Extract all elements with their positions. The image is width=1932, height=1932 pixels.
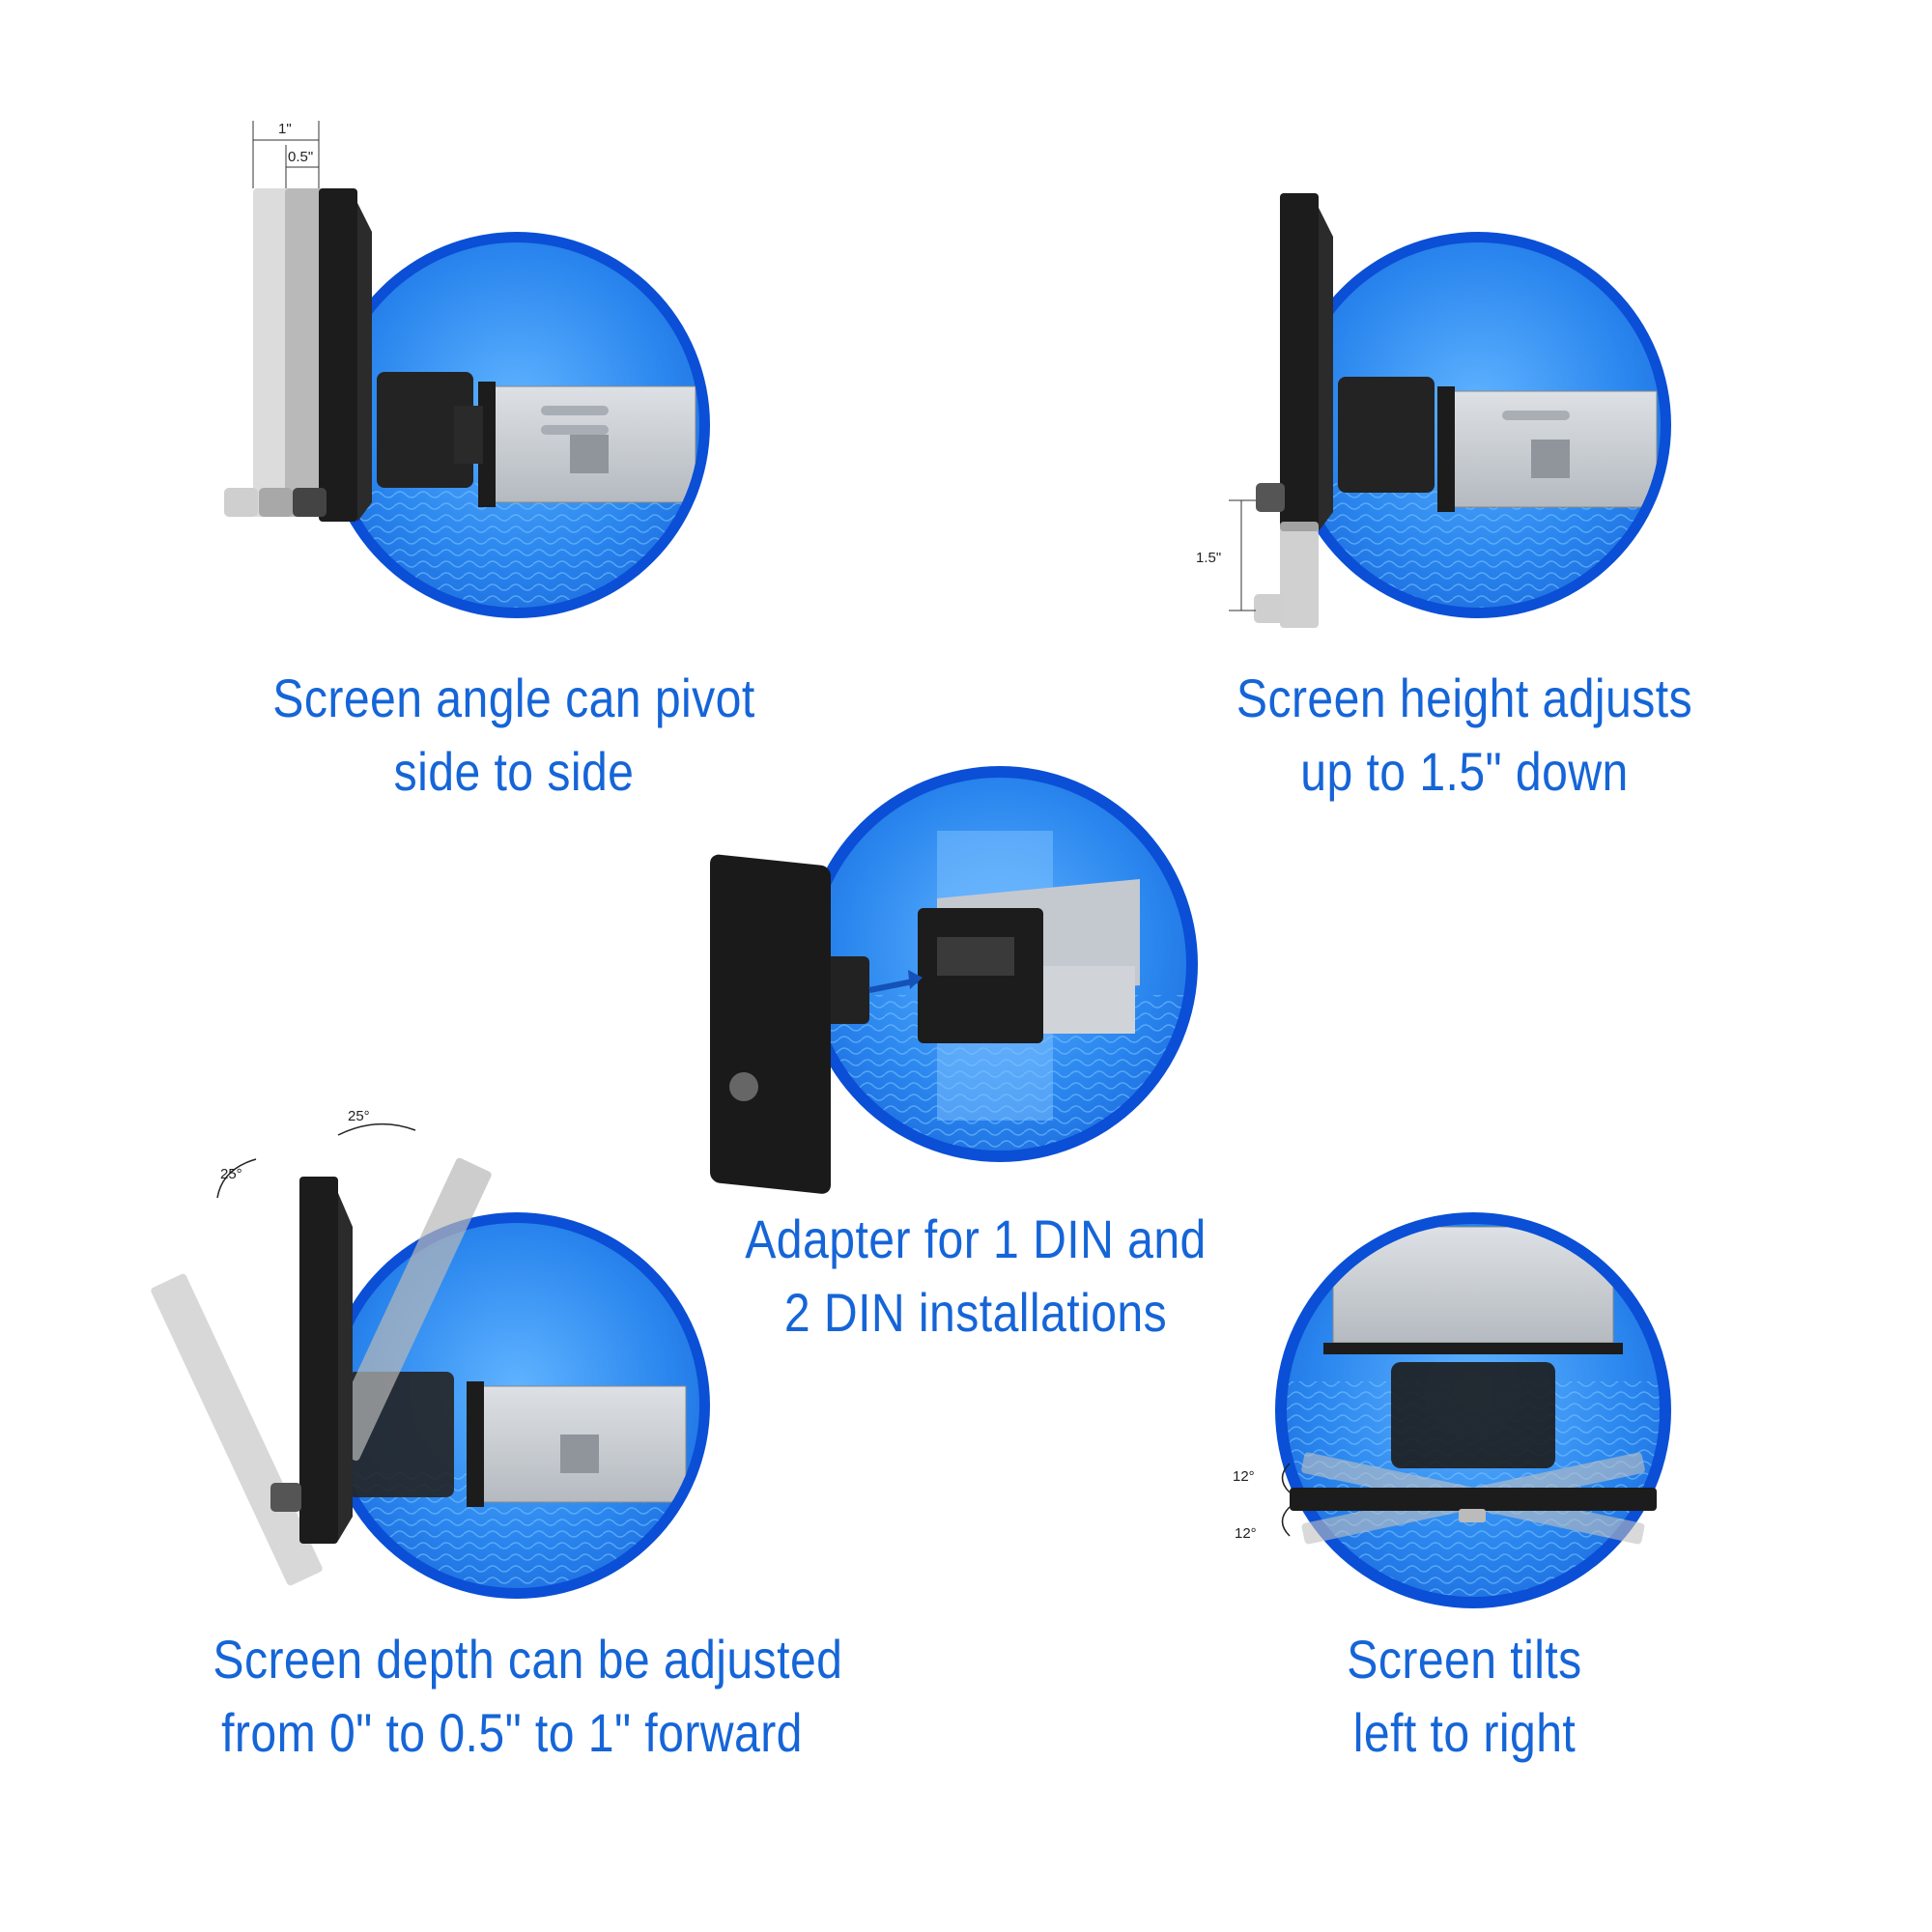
height-caption-line1: Screen height adjusts	[1236, 668, 1693, 728]
depth-angle-left: 25°	[220, 1166, 242, 1182]
panel-height: 1.5" Screen height adjusts up to 1.5" do…	[966, 0, 1932, 869]
panel-pivot: 1" 0.5" Screen angle can pivot side to s…	[0, 0, 966, 869]
depth-illustration: 25° 25°	[151, 1108, 710, 1599]
depth-caption-line1: Screen depth can be adjusted	[213, 1629, 843, 1690]
height-illustration: 1.5"	[1196, 193, 1671, 628]
height-caption-line2: up to 1.5" down	[1300, 741, 1629, 802]
height-caption: Screen height adjusts up to 1.5" down	[1224, 662, 1706, 809]
depth-caption: Screen depth can be adjusted from 0" to …	[213, 1623, 843, 1770]
depth-caption-line2: from 0" to 0.5" to 1" forward	[221, 1702, 803, 1763]
dim-half-inch: 0.5"	[288, 149, 313, 165]
depth-angle-right: 25°	[348, 1108, 370, 1124]
panel-depth: 25° 25° Screen depth can be adjusted fro…	[0, 1063, 966, 1835]
adapter-illustration	[710, 766, 1198, 1194]
adapter-caption-line2: 2 DIN installations	[783, 1282, 1168, 1343]
adapter-caption: Adapter for 1 DIN and 2 DIN installation…	[730, 1203, 1220, 1350]
dim-1-inch: 1"	[278, 121, 292, 137]
tilt-angle-up: 12°	[1233, 1468, 1255, 1485]
pivot-caption: Screen angle can pivot side to side	[265, 662, 763, 809]
panel-tilt: 12° 12° Screen tilts left to right	[966, 1063, 1932, 1835]
pivot-caption-line2: side to side	[393, 741, 635, 802]
tilt-caption-line2: left to right	[1352, 1702, 1577, 1763]
pivot-illustration: 1" 0.5"	[224, 121, 710, 618]
pivot-caption-line1: Screen angle can pivot	[272, 668, 755, 728]
panel-adapter: Adapter for 1 DIN and 2 DIN installation…	[676, 753, 1275, 1391]
adapter-caption-line1: Adapter for 1 DIN and	[745, 1208, 1207, 1269]
tilt-illustration: 12° 12°	[1233, 1212, 1671, 1608]
tilt-caption: Screen tilts left to right	[1232, 1623, 1697, 1770]
tilt-angle-down: 12°	[1235, 1525, 1257, 1542]
dim-height: 1.5"	[1196, 550, 1221, 566]
tilt-caption-line1: Screen tilts	[1347, 1629, 1582, 1690]
